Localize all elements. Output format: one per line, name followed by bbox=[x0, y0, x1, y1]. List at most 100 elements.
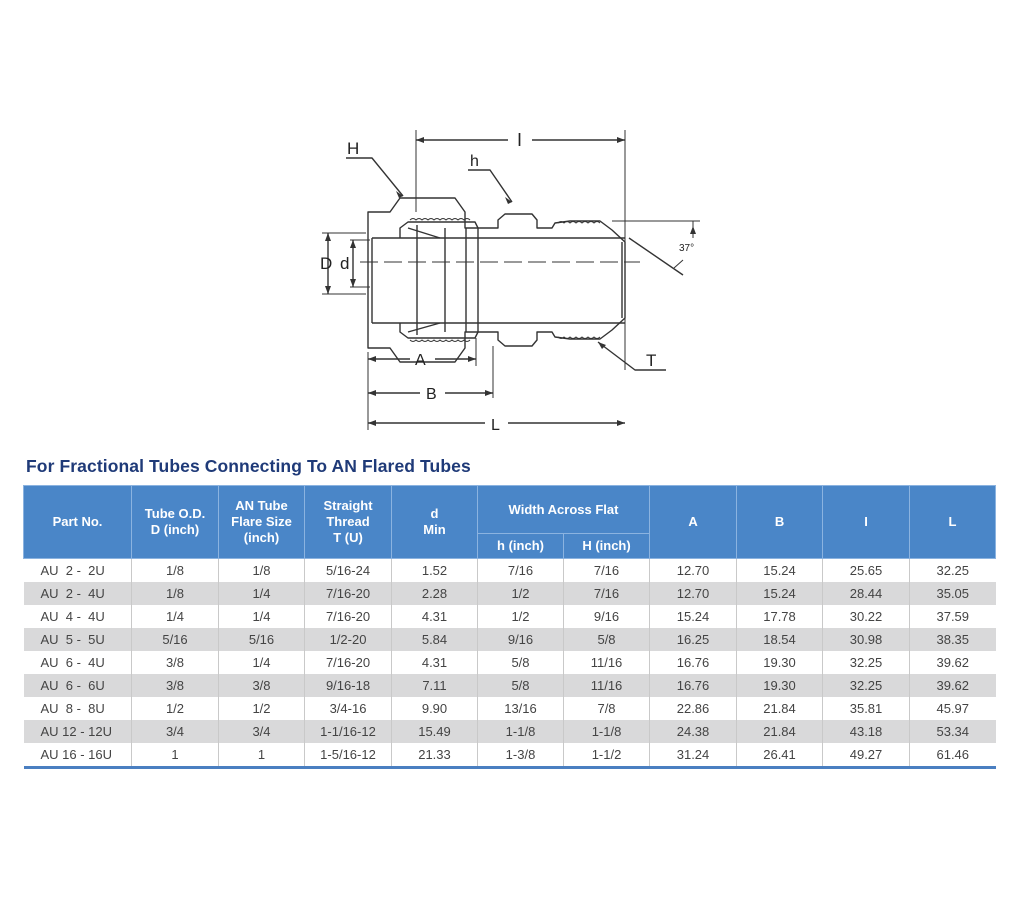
cell-H-inch: 5/8 bbox=[562, 628, 651, 651]
cell-d-min: 15.49 bbox=[391, 720, 478, 743]
label-H: H bbox=[347, 139, 359, 158]
cell-I: 32.25 bbox=[822, 651, 911, 674]
header-part-no: Part No. bbox=[23, 485, 132, 559]
cell-d-min: 7.11 bbox=[391, 674, 478, 697]
cell-tube-od: 1 bbox=[131, 743, 219, 769]
cell-B: 15.24 bbox=[736, 582, 824, 605]
cell-straight-thread: 7/16-20 bbox=[304, 651, 392, 674]
cell-A: 12.70 bbox=[649, 558, 738, 582]
header-H-inch: H (inch) bbox=[562, 533, 651, 559]
cell-d-min: 2.28 bbox=[391, 582, 478, 605]
cell-I: 25.65 bbox=[822, 558, 911, 582]
cell-straight-thread: 7/16-20 bbox=[304, 582, 392, 605]
cell-part-no: AU 6 - 4U bbox=[23, 651, 132, 674]
cell-d-min: 4.31 bbox=[391, 605, 478, 628]
cell-an-flare-size: 1/4 bbox=[218, 605, 305, 628]
header-h-inch: h (inch) bbox=[477, 533, 564, 559]
cell-H-inch: 7/16 bbox=[562, 558, 651, 582]
cell-straight-thread: 7/16-20 bbox=[304, 605, 392, 628]
cell-I: 32.25 bbox=[822, 674, 911, 697]
cell-L: 38.35 bbox=[909, 628, 996, 651]
cell-A: 12.70 bbox=[649, 582, 738, 605]
label-D: D bbox=[320, 254, 332, 273]
cell-tube-od: 3/8 bbox=[131, 651, 219, 674]
cell-h-inch: 1/2 bbox=[477, 605, 564, 628]
cell-h-inch: 1-1/8 bbox=[477, 720, 564, 743]
cell-I: 35.81 bbox=[822, 697, 911, 720]
cell-A: 16.25 bbox=[649, 628, 738, 651]
label-A: A bbox=[415, 352, 426, 369]
cell-part-no: AU 6 - 6U bbox=[23, 674, 132, 697]
cell-I: 28.44 bbox=[822, 582, 911, 605]
label-h: h bbox=[470, 153, 479, 170]
fitting-drawing: H h I D d 37° T A B L bbox=[320, 130, 700, 434]
cell-I: 49.27 bbox=[822, 743, 911, 769]
cell-part-no: AU 5 - 5U bbox=[23, 628, 132, 651]
cell-an-flare-size: 1/8 bbox=[218, 558, 305, 582]
cell-B: 19.30 bbox=[736, 674, 824, 697]
cell-H-inch: 1-1/8 bbox=[562, 720, 651, 743]
cell-B: 18.54 bbox=[736, 628, 824, 651]
cell-B: 17.78 bbox=[736, 605, 824, 628]
label-B: B bbox=[426, 386, 437, 403]
cell-H-inch: 9/16 bbox=[562, 605, 651, 628]
cell-straight-thread: 9/16-18 bbox=[304, 674, 392, 697]
cell-h-inch: 1-3/8 bbox=[477, 743, 564, 769]
cell-L: 32.25 bbox=[909, 558, 996, 582]
cell-H-inch: 11/16 bbox=[562, 674, 651, 697]
label-L: L bbox=[491, 417, 500, 434]
cell-an-flare-size: 1/2 bbox=[218, 697, 305, 720]
cell-L: 53.34 bbox=[909, 720, 996, 743]
header-tube-od: Tube O.D.D (inch) bbox=[131, 485, 219, 559]
cell-tube-od: 5/16 bbox=[131, 628, 219, 651]
cell-A: 31.24 bbox=[649, 743, 738, 769]
cell-an-flare-size: 3/8 bbox=[218, 674, 305, 697]
cell-d-min: 21.33 bbox=[391, 743, 478, 769]
cell-an-flare-size: 3/4 bbox=[218, 720, 305, 743]
cell-A: 16.76 bbox=[649, 674, 738, 697]
cell-d-min: 9.90 bbox=[391, 697, 478, 720]
cell-part-no: AU 8 - 8U bbox=[23, 697, 132, 720]
cell-tube-od: 1/2 bbox=[131, 697, 219, 720]
cell-A: 24.38 bbox=[649, 720, 738, 743]
cell-an-flare-size: 1/4 bbox=[218, 651, 305, 674]
cell-h-inch: 7/16 bbox=[477, 558, 564, 582]
label-angle: 37° bbox=[679, 243, 694, 254]
cell-tube-od: 1/8 bbox=[131, 582, 219, 605]
cell-h-inch: 5/8 bbox=[477, 651, 564, 674]
cell-B: 26.41 bbox=[736, 743, 824, 769]
cell-an-flare-size: 1/4 bbox=[218, 582, 305, 605]
cell-tube-od: 3/4 bbox=[131, 720, 219, 743]
cell-an-flare-size: 1 bbox=[218, 743, 305, 769]
cell-H-inch: 7/8 bbox=[562, 697, 651, 720]
header-B: B bbox=[736, 485, 824, 559]
header-I: I bbox=[822, 485, 911, 559]
cell-L: 45.97 bbox=[909, 697, 996, 720]
cell-part-no: AU 2 - 2U bbox=[23, 558, 132, 582]
cell-tube-od: 1/4 bbox=[131, 605, 219, 628]
cell-B: 15.24 bbox=[736, 558, 824, 582]
cell-A: 16.76 bbox=[649, 651, 738, 674]
cell-B: 19.30 bbox=[736, 651, 824, 674]
cell-d-min: 4.31 bbox=[391, 651, 478, 674]
cell-h-inch: 13/16 bbox=[477, 697, 564, 720]
cell-d-min: 1.52 bbox=[391, 558, 478, 582]
cell-h-inch: 5/8 bbox=[477, 674, 564, 697]
label-d: d bbox=[340, 254, 349, 273]
cell-straight-thread: 5/16-24 bbox=[304, 558, 392, 582]
cell-d-min: 5.84 bbox=[391, 628, 478, 651]
cell-A: 22.86 bbox=[649, 697, 738, 720]
label-T: T bbox=[646, 351, 656, 370]
